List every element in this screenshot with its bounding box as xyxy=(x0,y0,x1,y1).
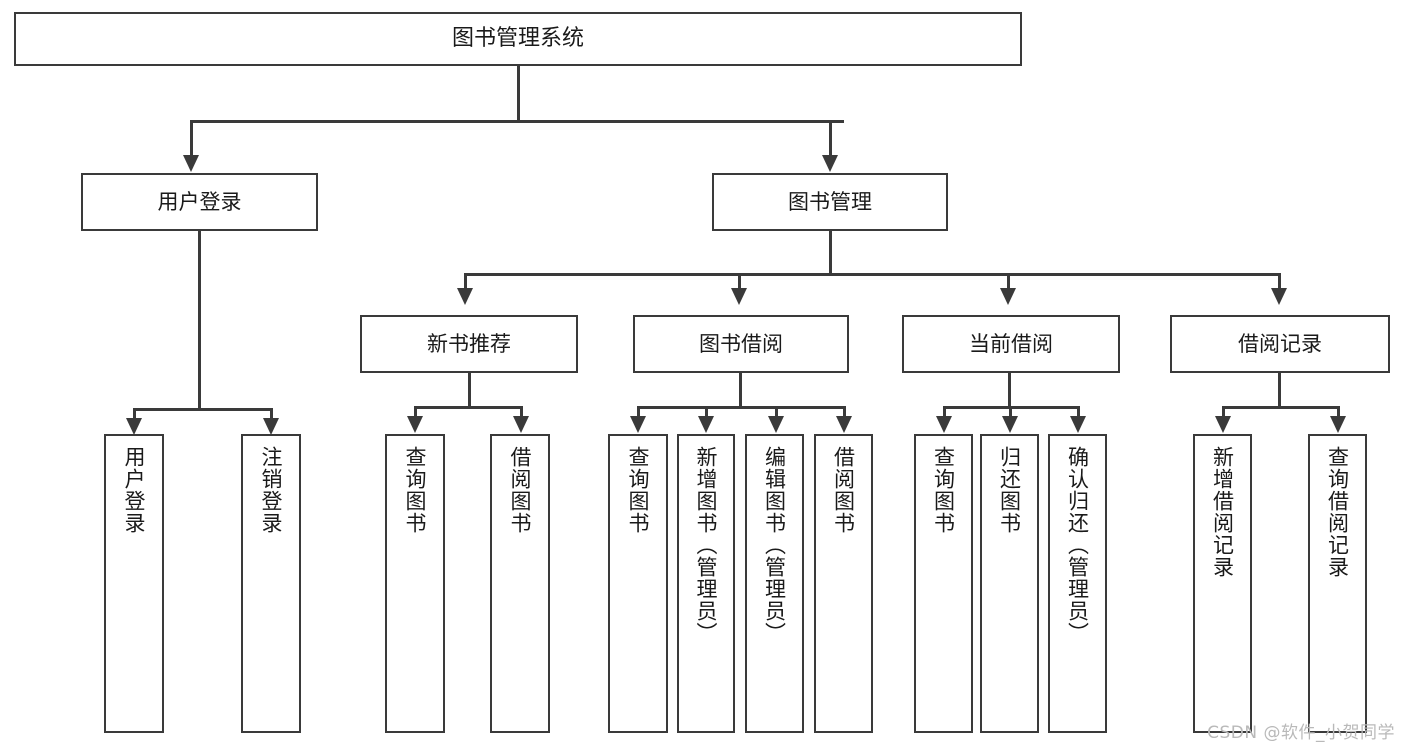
node-book-management[interactable]: 图书管理 xyxy=(712,173,948,231)
arrow-bb-leaf-2 xyxy=(698,416,714,433)
node-book-borrow-label: 图书借阅 xyxy=(699,331,783,356)
arrow-cb-leaf-3 xyxy=(1070,416,1086,433)
connector-nbr-drop-2 xyxy=(520,406,523,418)
leaf-add-borrow-record[interactable]: 新增借阅记录 xyxy=(1193,434,1252,733)
node-book-borrow[interactable]: 图书借阅 xyxy=(633,315,849,373)
node-current-borrow-label: 当前借阅 xyxy=(969,331,1053,356)
leaf-confirm-return-admin-label: 确认归还（管理员） xyxy=(1065,446,1090,644)
connector-root-to-book-management xyxy=(829,120,832,156)
node-root[interactable]: 图书管理系统 xyxy=(14,12,1022,66)
connector-bb-stem xyxy=(739,373,742,408)
leaf-edit-book-admin-label: 编辑图书（管理员） xyxy=(762,446,787,644)
connector-cb-stem xyxy=(1008,373,1011,408)
arrow-root-to-book-management xyxy=(822,155,838,172)
node-user-login-label: 用户登录 xyxy=(157,189,242,214)
node-borrow-record[interactable]: 借阅记录 xyxy=(1170,315,1390,373)
connector-root-bus xyxy=(190,120,844,123)
connector-bb-drop-2 xyxy=(705,406,708,418)
arrow-br-leaf-1 xyxy=(1215,416,1231,433)
leaf-query-book-2-label: 查询图书 xyxy=(626,446,651,534)
arrow-bm-to-current-borrow xyxy=(1000,288,1016,305)
arrow-bm-to-new-book-recommend xyxy=(457,288,473,305)
arrow-br-leaf-2 xyxy=(1330,416,1346,433)
node-root-label: 图书管理系统 xyxy=(451,26,584,52)
leaf-borrow-book-2[interactable]: 借阅图书 xyxy=(814,434,873,733)
leaf-borrow-book-1-label: 借阅图书 xyxy=(508,446,533,534)
leaf-query-book-3[interactable]: 查询图书 xyxy=(914,434,973,733)
leaf-edit-book-admin[interactable]: 编辑图书（管理员） xyxy=(745,434,804,733)
leaf-logout-login[interactable]: 注销登录 xyxy=(241,434,301,733)
leaf-query-book-1[interactable]: 查询图书 xyxy=(385,434,445,733)
leaf-user-login[interactable]: 用户登录 xyxy=(104,434,164,733)
connector-nbr-bus xyxy=(414,406,522,409)
connector-br-drop-1 xyxy=(1222,406,1225,418)
leaf-query-book-2[interactable]: 查询图书 xyxy=(608,434,668,733)
arrow-bb-leaf-3 xyxy=(768,416,784,433)
connector-user-login-stem xyxy=(198,231,201,410)
connector-cb-drop-2 xyxy=(1009,406,1012,418)
node-new-book-recommend[interactable]: 新书推荐 xyxy=(360,315,578,373)
arrow-bb-leaf-1 xyxy=(630,416,646,433)
leaf-return-book[interactable]: 归还图书 xyxy=(980,434,1039,733)
connector-user-login-bus xyxy=(133,408,272,411)
connector-bb-drop-4 xyxy=(843,406,846,418)
connector-root-to-user-login xyxy=(190,120,193,156)
connector-nbr-drop-1 xyxy=(414,406,417,418)
connector-br-drop-2 xyxy=(1337,406,1340,418)
connector-bm-drop-4 xyxy=(1278,273,1281,291)
leaf-add-borrow-record-label: 新增借阅记录 xyxy=(1210,446,1235,578)
arrow-root-to-user-login xyxy=(183,155,199,172)
connector-bb-bus xyxy=(637,406,846,409)
connector-user-login-drop-2 xyxy=(270,408,273,422)
connector-cb-drop-1 xyxy=(943,406,946,418)
arrow-bb-leaf-4 xyxy=(836,416,852,433)
arrow-nbr-leaf-1 xyxy=(407,416,423,433)
leaf-query-book-3-label: 查询图书 xyxy=(931,446,956,534)
arrow-cb-leaf-1 xyxy=(936,416,952,433)
leaf-add-book-admin-label: 新增图书（管理员） xyxy=(694,446,719,644)
connector-br-bus xyxy=(1222,406,1339,409)
node-user-login[interactable]: 用户登录 xyxy=(81,173,318,231)
arrow-bm-to-book-borrow xyxy=(731,288,747,305)
arrow-cb-leaf-2 xyxy=(1002,416,1018,433)
connector-nbr-stem xyxy=(468,373,471,408)
arrow-user-login-leaf-1 xyxy=(126,418,142,435)
leaf-user-login-label: 用户登录 xyxy=(122,446,147,534)
connector-user-login-drop-1 xyxy=(133,408,136,422)
connector-bm-drop-1 xyxy=(464,273,467,291)
connector-bb-drop-1 xyxy=(637,406,640,418)
leaf-query-book-1-label: 查询图书 xyxy=(403,446,428,534)
arrow-bm-to-borrow-record xyxy=(1271,288,1287,305)
node-book-management-label: 图书管理 xyxy=(788,189,872,214)
connector-root-stem xyxy=(517,66,520,122)
arrow-nbr-leaf-2 xyxy=(513,416,529,433)
connector-cb-bus xyxy=(943,406,1080,409)
leaf-logout-login-label: 注销登录 xyxy=(259,446,284,534)
leaf-query-borrow-record-label: 查询借阅记录 xyxy=(1325,446,1350,578)
connector-bm-drop-2 xyxy=(738,273,741,291)
connector-book-management-bus xyxy=(464,273,1280,276)
leaf-add-book-admin[interactable]: 新增图书（管理员） xyxy=(677,434,735,733)
leaf-query-borrow-record[interactable]: 查询借阅记录 xyxy=(1308,434,1367,733)
connector-book-management-stem xyxy=(829,231,832,275)
node-current-borrow[interactable]: 当前借阅 xyxy=(902,315,1120,373)
connector-bm-drop-3 xyxy=(1007,273,1010,291)
leaf-confirm-return-admin[interactable]: 确认归还（管理员） xyxy=(1048,434,1107,733)
arrow-user-login-leaf-2 xyxy=(263,418,279,435)
leaf-return-book-label: 归还图书 xyxy=(997,446,1022,534)
leaf-borrow-book-1[interactable]: 借阅图书 xyxy=(490,434,550,733)
connector-bb-drop-3 xyxy=(775,406,778,418)
node-borrow-record-label: 借阅记录 xyxy=(1238,331,1322,356)
connector-cb-drop-3 xyxy=(1077,406,1080,418)
leaf-borrow-book-2-label: 借阅图书 xyxy=(831,446,856,534)
connector-br-stem xyxy=(1278,373,1281,408)
node-new-book-recommend-label: 新书推荐 xyxy=(427,331,511,356)
